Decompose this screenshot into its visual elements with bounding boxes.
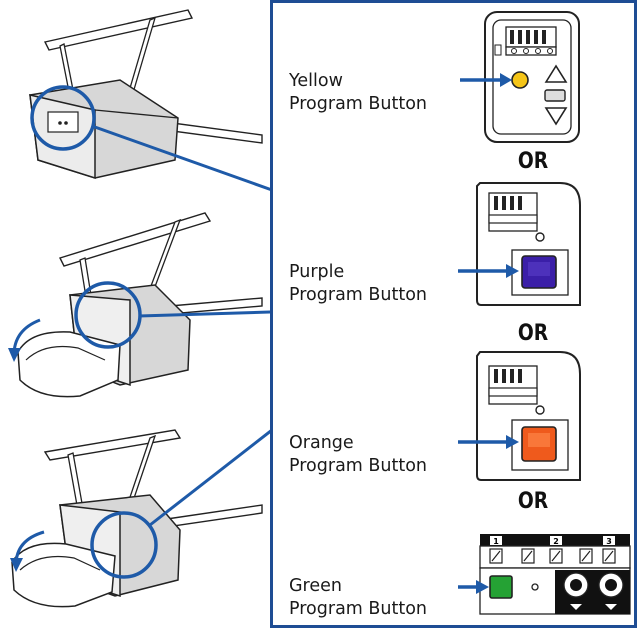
orange-label-line1: Orange [289,433,354,453]
opener-2 [8,212,270,398]
opener-3 [10,429,270,608]
orange-label: Orange Program Button [289,432,427,478]
dip-number-3: 3 [606,537,612,546]
opener-1 [29,9,270,191]
callout-circle-3 [90,511,158,579]
green-label-line1: Green [289,576,342,596]
yellow-program-button [511,71,529,89]
callout-circle-1 [30,85,96,151]
green-unit: 1 2 3 [458,534,631,615]
dip-number-1: 1 [493,537,499,546]
dip-number-2: 2 [553,537,559,546]
orange-label-line2: Program Button [289,456,428,476]
yellow-unit [460,11,580,143]
yellow-label: Yellow Program Button [289,70,427,116]
purple-label-line1: Purple [289,262,345,282]
or-separator-1: OR [517,149,549,174]
purple-unit [458,182,581,306]
purple-label: Purple Program Button [289,261,427,307]
opener-illustrations [8,9,270,608]
or-separator-2: OR [517,321,549,346]
green-label: Green Program Button [289,575,427,621]
purple-label-line2: Program Button [289,285,428,305]
or-separator-3: OR [517,489,549,514]
orange-unit [458,351,581,481]
yellow-label-line1: Yellow [289,71,343,91]
yellow-label-line2: Program Button [289,94,428,114]
button-figures: 1 2 3 [458,11,631,615]
green-label-line2: Program Button [289,599,428,619]
green-program-button [489,575,513,599]
